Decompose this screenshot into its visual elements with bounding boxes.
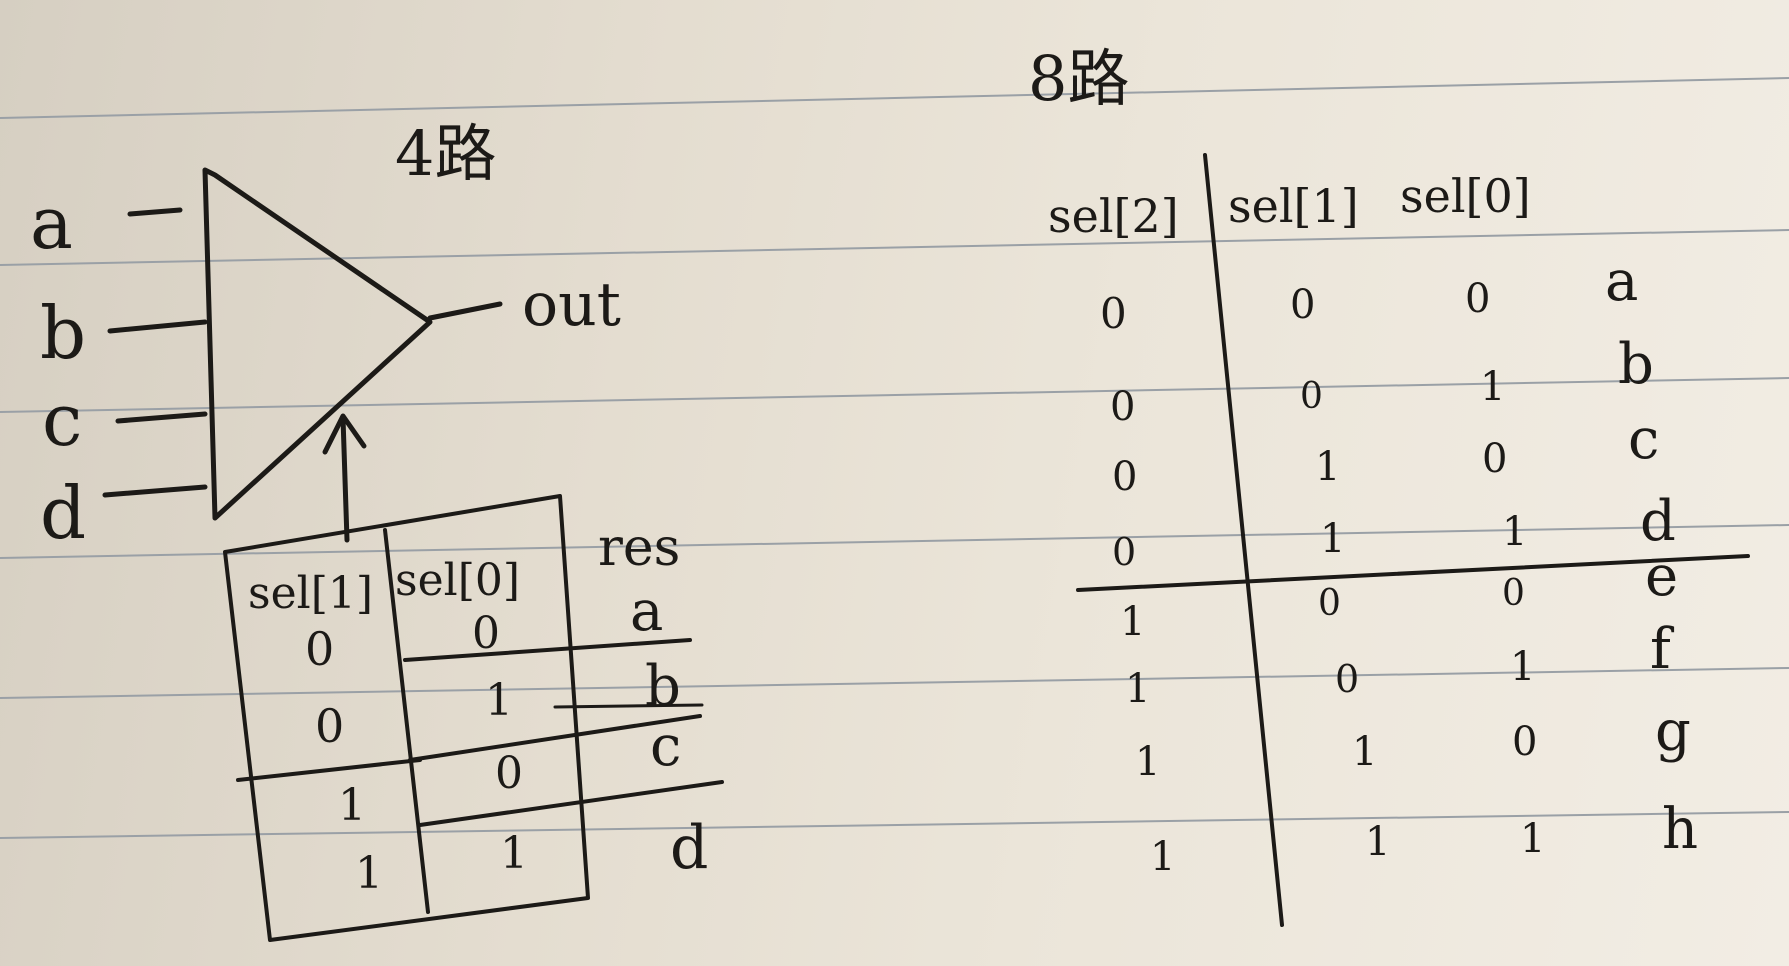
mux4-table-rows: 0 0 a 0 1 b 1 0 c 1 1 d bbox=[305, 579, 708, 899]
cell-sel2: 1 bbox=[1135, 739, 1160, 785]
cell-sel0: 0 bbox=[495, 748, 523, 799]
cell-out: c bbox=[1628, 407, 1659, 472]
output-label: out bbox=[522, 270, 621, 340]
cell-sel0: 1 bbox=[500, 828, 528, 879]
input-line-c bbox=[115, 411, 208, 424]
cell-sel1: 1 bbox=[1365, 819, 1390, 865]
cell-sel2: 1 bbox=[1120, 599, 1145, 645]
input-label-b: b bbox=[40, 291, 86, 375]
table-row: 1 0 c bbox=[338, 714, 681, 831]
output-line bbox=[427, 301, 503, 321]
ruled-lines bbox=[0, 77, 1789, 839]
table-row: 1 1 d bbox=[355, 813, 708, 899]
cell-sel0: 1 bbox=[1480, 364, 1505, 410]
input-label-c: c bbox=[42, 378, 82, 462]
cell-out: e bbox=[1645, 544, 1678, 609]
cell-sel0: 0 bbox=[1465, 276, 1490, 322]
mux4-header-res: res bbox=[598, 518, 680, 578]
mux8-table-headers: sel[2] sel[1] sel[0] bbox=[1048, 169, 1531, 243]
mux8-header-sel1: sel[1] bbox=[1228, 179, 1359, 233]
cell-out: f bbox=[1650, 617, 1675, 682]
cell-sel2: 0 bbox=[1110, 384, 1135, 430]
cell-res: a bbox=[630, 579, 663, 644]
input-label-d: d bbox=[40, 471, 86, 555]
mux4-table-grid bbox=[223, 494, 724, 942]
mux4-header-sel0: sel[0] bbox=[395, 555, 520, 606]
mux8-table-rows: 0 0 0 a 0 0 1 b 0 1 0 c 0 1 1 d bbox=[1100, 249, 1698, 880]
cell-res: d bbox=[670, 813, 708, 883]
cell-sel1: 1 bbox=[1320, 516, 1345, 562]
cell-sel1: 1 bbox=[1352, 729, 1377, 775]
table-row: 1 1 1 h bbox=[1150, 797, 1698, 880]
mux4-diagram: 4路 a b c d out sel[1] sel[0] bbox=[30, 117, 724, 942]
table-row: 0 0 a bbox=[305, 579, 663, 676]
cell-sel0: 0 bbox=[1512, 719, 1537, 765]
cell-sel1: 0 bbox=[305, 622, 334, 676]
table-row: 0 0 1 b bbox=[1110, 332, 1654, 430]
table-row: 1 1 0 g bbox=[1135, 699, 1691, 785]
select-arrowhead bbox=[322, 413, 367, 455]
cell-sel2: 1 bbox=[1125, 666, 1150, 712]
table-row: 0 1 1 d bbox=[1112, 489, 1676, 574]
cell-sel0: 1 bbox=[1502, 509, 1527, 555]
cell-out: b bbox=[1618, 332, 1654, 397]
cell-sel1: 0 bbox=[1318, 583, 1341, 624]
mux4-title: 4路 bbox=[395, 117, 496, 190]
cell-out: d bbox=[1640, 489, 1676, 554]
mux8-table-grid bbox=[1076, 153, 1750, 927]
cell-sel1: 0 bbox=[1300, 376, 1323, 417]
cell-sel0: 0 bbox=[1482, 436, 1507, 482]
input-line-b bbox=[107, 319, 208, 334]
cell-sel1: 1 bbox=[355, 848, 383, 899]
cell-sel2: 0 bbox=[1112, 530, 1136, 574]
table-row: 0 1 0 c bbox=[1112, 407, 1659, 500]
input-line-d bbox=[102, 484, 208, 498]
cell-sel0: 1 bbox=[485, 675, 513, 726]
table-row: 1 0 1 f bbox=[1125, 617, 1675, 712]
cell-res: b bbox=[645, 654, 681, 719]
cell-out: a bbox=[1605, 249, 1638, 314]
input-line-a bbox=[127, 207, 183, 217]
mux4-body bbox=[202, 167, 433, 521]
table-row: 0 1 b bbox=[315, 654, 681, 753]
select-line bbox=[340, 415, 350, 543]
cell-sel2: 1 bbox=[1150, 834, 1175, 880]
cell-sel1: 0 bbox=[1290, 282, 1315, 328]
cell-sel1: 1 bbox=[338, 780, 366, 831]
mux4-table-headers: sel[1] sel[0] res bbox=[248, 518, 680, 619]
table-row: 0 0 0 a bbox=[1100, 249, 1638, 338]
cell-sel2: 0 bbox=[1100, 289, 1127, 338]
mux8-header-sel2: sel[2] bbox=[1048, 189, 1179, 243]
cell-sel1: 0 bbox=[1335, 657, 1359, 701]
input-label-a: a bbox=[30, 181, 73, 265]
cell-sel1: 1 bbox=[1315, 444, 1340, 490]
table-row: 1 0 0 e bbox=[1120, 544, 1678, 645]
cell-sel1: 0 bbox=[315, 699, 344, 753]
mux8-title: 8路 bbox=[1028, 42, 1129, 115]
cell-sel2: 0 bbox=[1112, 454, 1137, 500]
cell-sel0: 0 bbox=[1502, 573, 1525, 614]
cell-sel0: 1 bbox=[1510, 644, 1535, 690]
cell-sel0: 1 bbox=[1520, 816, 1545, 862]
cell-out: g bbox=[1655, 699, 1691, 764]
mux8-header-sel0: sel[0] bbox=[1400, 169, 1531, 223]
cell-sel0: 0 bbox=[472, 608, 500, 659]
mux4-header-sel1: sel[1] bbox=[248, 568, 373, 619]
mux8-diagram: 8路 sel[2] sel[1] sel[0] 0 0 0 a 0 0 1 b bbox=[1028, 42, 1750, 927]
cell-res: c bbox=[650, 714, 681, 779]
cell-out: h bbox=[1662, 797, 1698, 862]
